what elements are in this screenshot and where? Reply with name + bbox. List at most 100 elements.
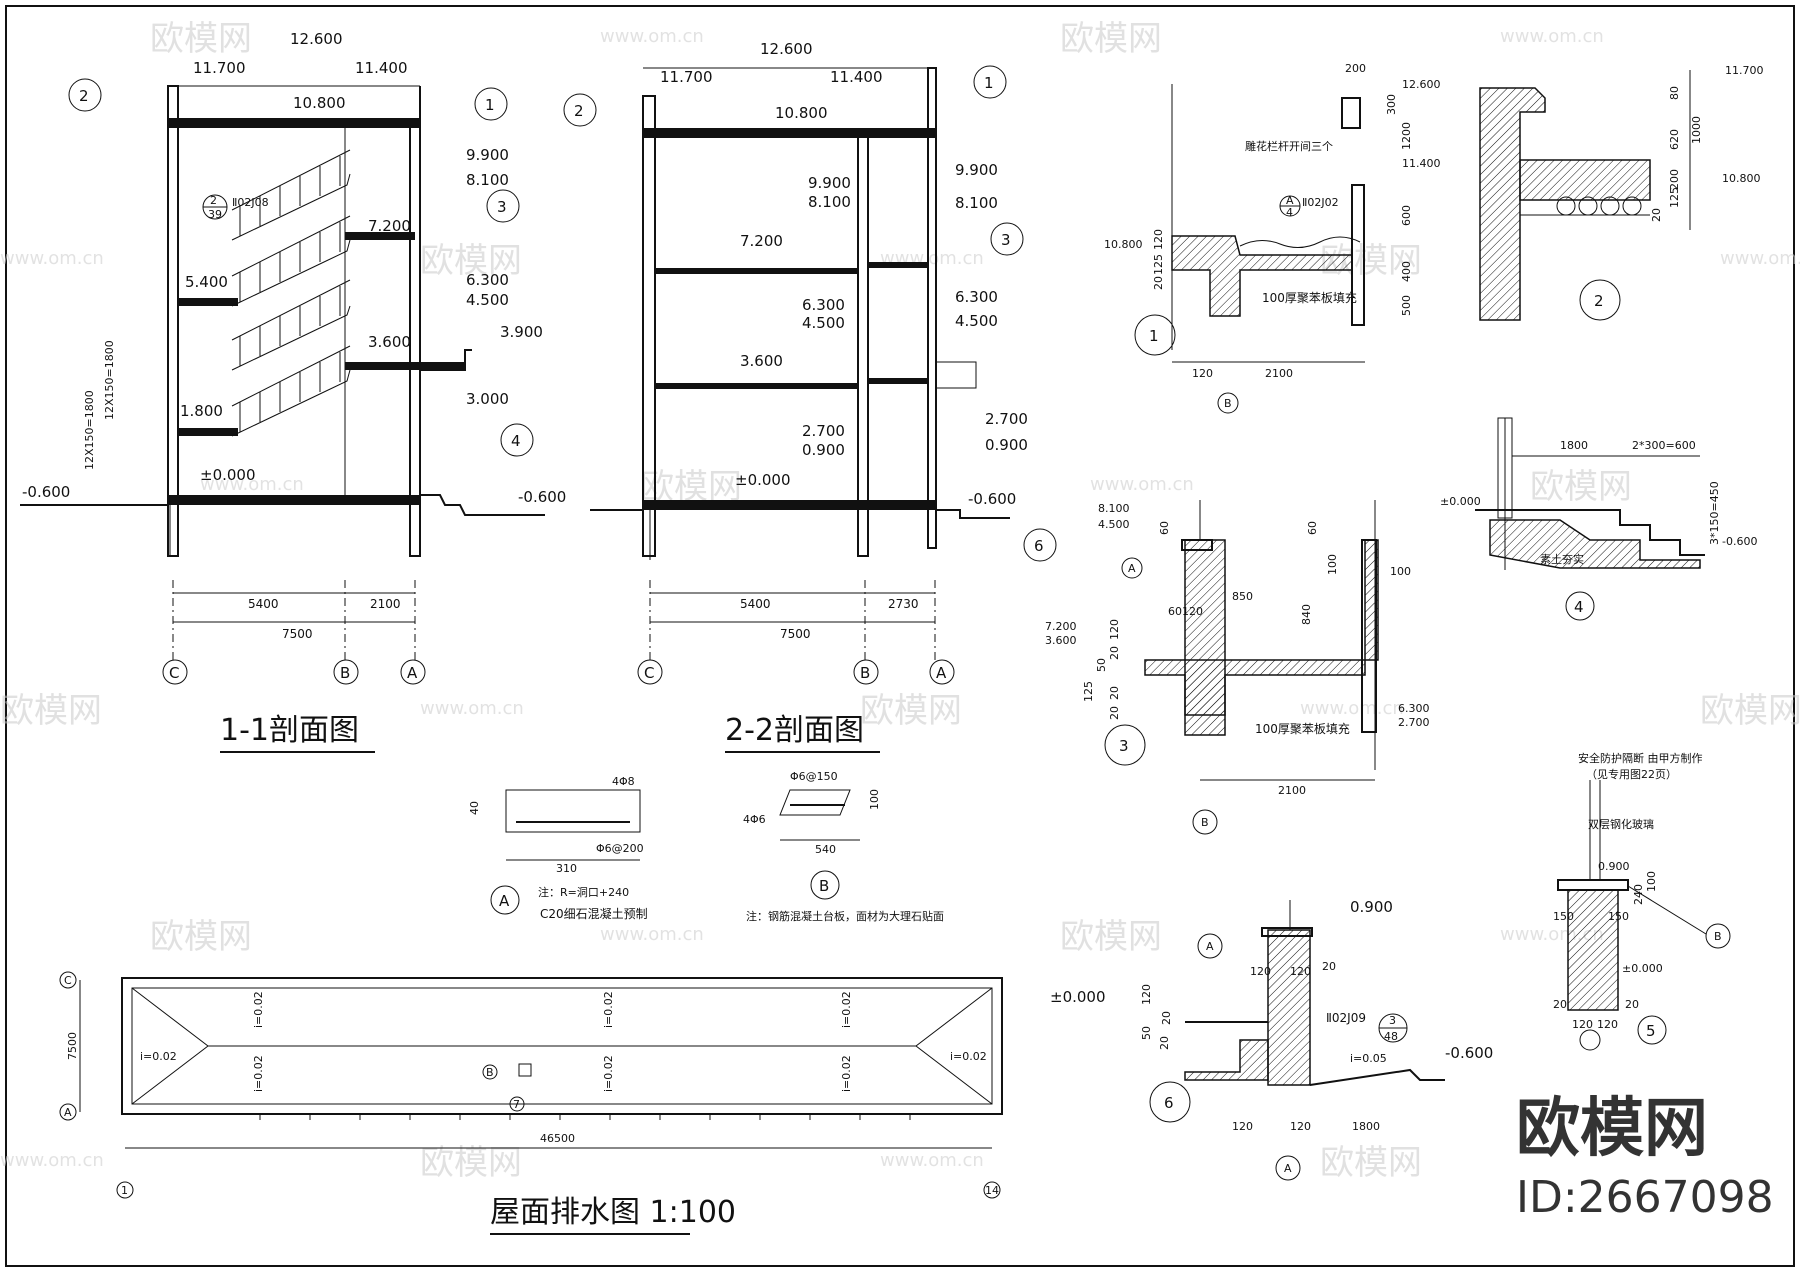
brand-mark: 欧模网 ID:2667098 [1516, 1092, 1774, 1223]
callout-4: 4 [511, 432, 521, 450]
svg-text:60: 60 [1306, 521, 1319, 535]
svg-text:1200: 1200 [1400, 122, 1413, 150]
svg-text:840: 840 [1300, 604, 1313, 625]
svg-text:素土夯实: 素土夯实 [1540, 552, 1584, 566]
lvl-10800: 10.800 [775, 104, 828, 122]
svg-text:11.400: 11.400 [1402, 157, 1441, 170]
svg-text:i=0.02: i=0.02 [252, 991, 265, 1028]
svg-text:120: 120 [1597, 1018, 1618, 1031]
svg-text:2100: 2100 [1265, 367, 1293, 380]
wm-url: www.om.cn [0, 248, 104, 269]
svg-text:4: 4 [1574, 598, 1584, 616]
detail-2: 11.700 10.800 80 620 1000 200 125 20 2 [1479, 64, 1764, 321]
wm-logo: 欧模网 [0, 691, 102, 731]
svg-text:11.700: 11.700 [1725, 64, 1764, 77]
svg-text:125: 125 [1152, 254, 1165, 275]
wm-url: www.om.cn [420, 698, 524, 719]
svg-text:±0.000: ±0.000 [1050, 988, 1106, 1006]
stair-flights [231, 149, 351, 437]
callout-1: 1 [485, 96, 495, 114]
wm-logo: 欧模网 [1320, 1143, 1422, 1183]
dim-5400: 5400 [248, 597, 279, 611]
svg-text:120: 120 [1290, 965, 1311, 978]
svg-text:50: 50 [1140, 1026, 1153, 1040]
wm-url: www.om.cn [1720, 248, 1800, 269]
svg-text:20: 20 [1108, 686, 1121, 700]
svg-text:120: 120 [1192, 367, 1213, 380]
lvl-3600: 3.600 [368, 333, 411, 351]
axis-c: C [169, 664, 179, 682]
floor-3 [655, 268, 858, 274]
axis-c: C [644, 664, 654, 682]
callout-1: 1 [984, 74, 994, 92]
callout-3: 3 [497, 198, 507, 216]
svg-text:3.600: 3.600 [1045, 634, 1077, 647]
svg-text:6.300: 6.300 [1398, 702, 1430, 715]
wm-logo: 欧模网 [1060, 19, 1162, 59]
canopy-3900 [420, 349, 472, 371]
wm-row-1: 欧模网 www.om.cn 欧模网 www.om.cn [150, 19, 1604, 59]
lvl-8100-in: 8.100 [808, 193, 851, 211]
svg-text:7500: 7500 [66, 1032, 79, 1060]
lvl-9900: 9.900 [955, 161, 998, 179]
wm-logo: 欧模网 [1530, 467, 1632, 507]
svg-text:100: 100 [1326, 554, 1339, 575]
svg-text:120: 120 [1108, 619, 1121, 640]
lvl-6300: 6.300 [466, 271, 509, 289]
landing-7200 [345, 232, 415, 240]
svg-text:i=0.02: i=0.02 [840, 991, 853, 1028]
lvl-12600: 12.600 [290, 30, 343, 48]
svg-text:80: 80 [1668, 86, 1681, 100]
svg-text:双层钢化玻璃: 双层钢化玻璃 [1588, 817, 1654, 831]
svg-text:540: 540 [815, 843, 836, 856]
svg-text:620: 620 [1668, 129, 1681, 150]
svg-text:12.600: 12.600 [1402, 78, 1441, 91]
svg-text:20: 20 [1650, 208, 1663, 222]
svg-text:B: B [819, 877, 829, 895]
svg-text:100: 100 [1645, 871, 1658, 892]
detail-a: 4Φ8 40 Φ6@200 310 A 注：R=洞口+240 C20细石混凝土预… [468, 775, 648, 921]
svg-text:310: 310 [556, 862, 577, 875]
lvl-m0600-r: -0.600 [518, 488, 566, 506]
svg-text:Φ6@200: Φ6@200 [596, 842, 644, 855]
svg-text:60: 60 [1168, 605, 1182, 618]
landing-3600 [345, 362, 465, 370]
lvl-8100: 8.100 [955, 194, 998, 212]
wm-url: www.om.cn [0, 1150, 104, 1171]
svg-text:120: 120 [1182, 605, 1203, 618]
lvl-m0600: -0.600 [968, 490, 1016, 508]
svg-text:C20细石混凝土预制: C20细石混凝土预制 [540, 906, 648, 921]
svg-text:A: A [1284, 1162, 1292, 1175]
lvl-0000: ±0.000 [735, 471, 791, 489]
section-2-2-title: 2-2剖面图 [725, 713, 864, 748]
svg-text:2100: 2100 [1278, 784, 1306, 797]
roof-drainage-plan: i=0.02 i=0.02 i=0.02 i=0.02 i=0.02 i=0.0… [59, 971, 1003, 1235]
watermarks: 欧模网 www.om.cn 欧模网 www.om.cn www.om.cn 欧模… [0, 19, 1800, 1183]
svg-text:6: 6 [1164, 1094, 1174, 1112]
dim-7500: 7500 [780, 627, 811, 641]
lvl-7200: 7.200 [368, 217, 411, 235]
lvl-11700: 11.700 [193, 59, 246, 77]
svg-text:A: A [64, 1106, 72, 1119]
svg-text:50: 50 [1095, 658, 1108, 672]
wall-axis-c [642, 95, 656, 557]
svg-text:120: 120 [1572, 1018, 1593, 1031]
svg-text:240: 240 [1632, 884, 1645, 905]
lvl-5400: 5.400 [185, 273, 228, 291]
svg-text:B: B [1224, 397, 1232, 410]
lvl-11700: 11.700 [660, 68, 713, 86]
svg-text:300: 300 [1385, 94, 1398, 115]
svg-text:Ⅱ02J09: Ⅱ02J09 [1326, 1011, 1366, 1025]
svg-text:20: 20 [1152, 276, 1165, 290]
svg-text:10.800: 10.800 [1104, 238, 1143, 251]
svg-text:60: 60 [1158, 521, 1171, 535]
svg-text:20: 20 [1108, 706, 1121, 720]
svg-text:100: 100 [1390, 565, 1411, 578]
svg-text:7.200: 7.200 [1045, 620, 1077, 633]
wm-logo: 欧模网 [420, 1143, 522, 1183]
svg-text:2*300=600: 2*300=600 [1632, 439, 1696, 452]
svg-text:-0.600: -0.600 [1445, 1044, 1493, 1062]
svg-text:1: 1 [1149, 327, 1159, 345]
svg-text:-0.600: -0.600 [1722, 535, 1757, 548]
svg-text:10.800: 10.800 [1722, 172, 1761, 185]
